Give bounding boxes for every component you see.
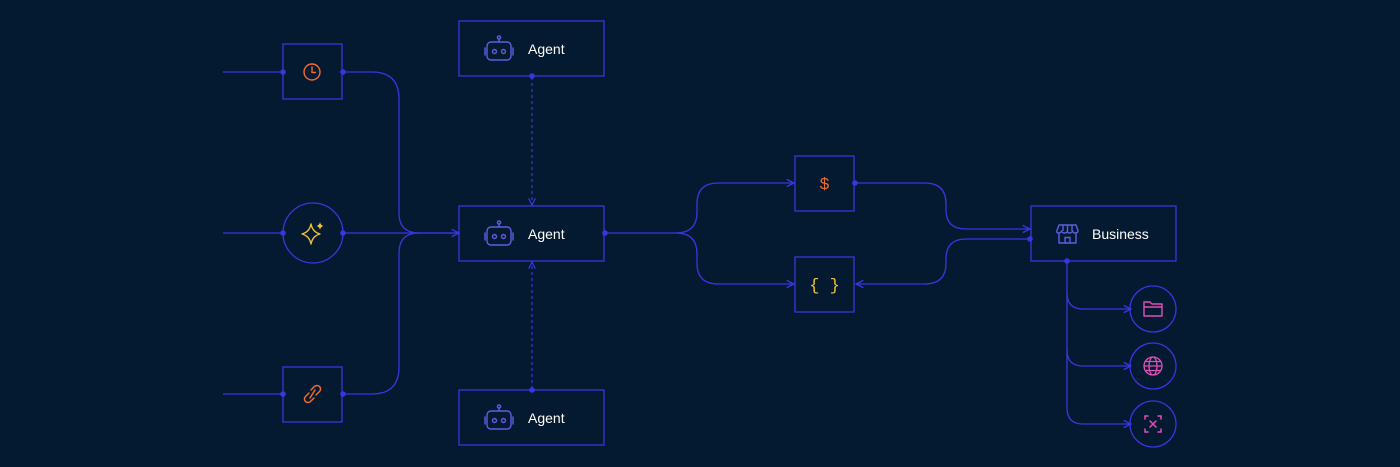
output-folder[interactable] <box>1129 285 1177 333</box>
agent-out-connectors <box>605 183 794 284</box>
connector-to-code <box>675 232 794 284</box>
connector-clock <box>343 71 459 234</box>
robot-icon <box>484 35 514 61</box>
connector-payment-business <box>855 182 1030 229</box>
output-scan[interactable] <box>1129 400 1177 448</box>
robot-icon <box>484 404 514 430</box>
dollar-icon: $ <box>819 176 829 195</box>
trigger-connectors <box>343 71 459 395</box>
globe-icon <box>1143 356 1163 376</box>
code-node[interactable]: { } <box>794 256 855 313</box>
agent-label: Agent <box>528 410 565 426</box>
trigger-sparkle[interactable] <box>282 202 344 264</box>
link-icon <box>303 384 322 404</box>
output-connectors <box>1066 261 1131 424</box>
storefront-icon <box>1056 224 1079 244</box>
trigger-link[interactable] <box>282 366 343 423</box>
folder-icon <box>1143 301 1163 317</box>
business-connectors <box>855 182 1030 284</box>
scan-icon <box>1144 415 1162 433</box>
output-globe[interactable] <box>1129 342 1177 390</box>
payment-node[interactable]: $ <box>794 155 855 212</box>
connector-link <box>343 232 420 395</box>
agent-label: Agent <box>528 226 565 242</box>
connector-folder <box>1066 261 1131 309</box>
connector-business-code <box>856 238 1030 284</box>
business-label: Business <box>1092 226 1149 242</box>
agent-node-bottom[interactable]: Agent <box>458 389 605 446</box>
robot-icon <box>484 220 514 246</box>
input-lines <box>223 71 283 395</box>
connector-scan <box>1066 350 1131 424</box>
agent-label: Agent <box>528 41 565 57</box>
clock-icon <box>303 63 321 81</box>
sparkle-icon <box>301 222 324 245</box>
connector-to-payment <box>605 183 794 234</box>
connection-dots <box>280 69 1070 397</box>
connector-globe <box>1066 293 1131 366</box>
business-node[interactable]: Business <box>1030 205 1177 262</box>
braces-icon: { } <box>809 277 840 296</box>
agent-node-main[interactable]: Agent <box>458 205 605 262</box>
trigger-clock[interactable] <box>282 43 343 100</box>
agent-node-top[interactable]: Agent <box>458 20 605 77</box>
